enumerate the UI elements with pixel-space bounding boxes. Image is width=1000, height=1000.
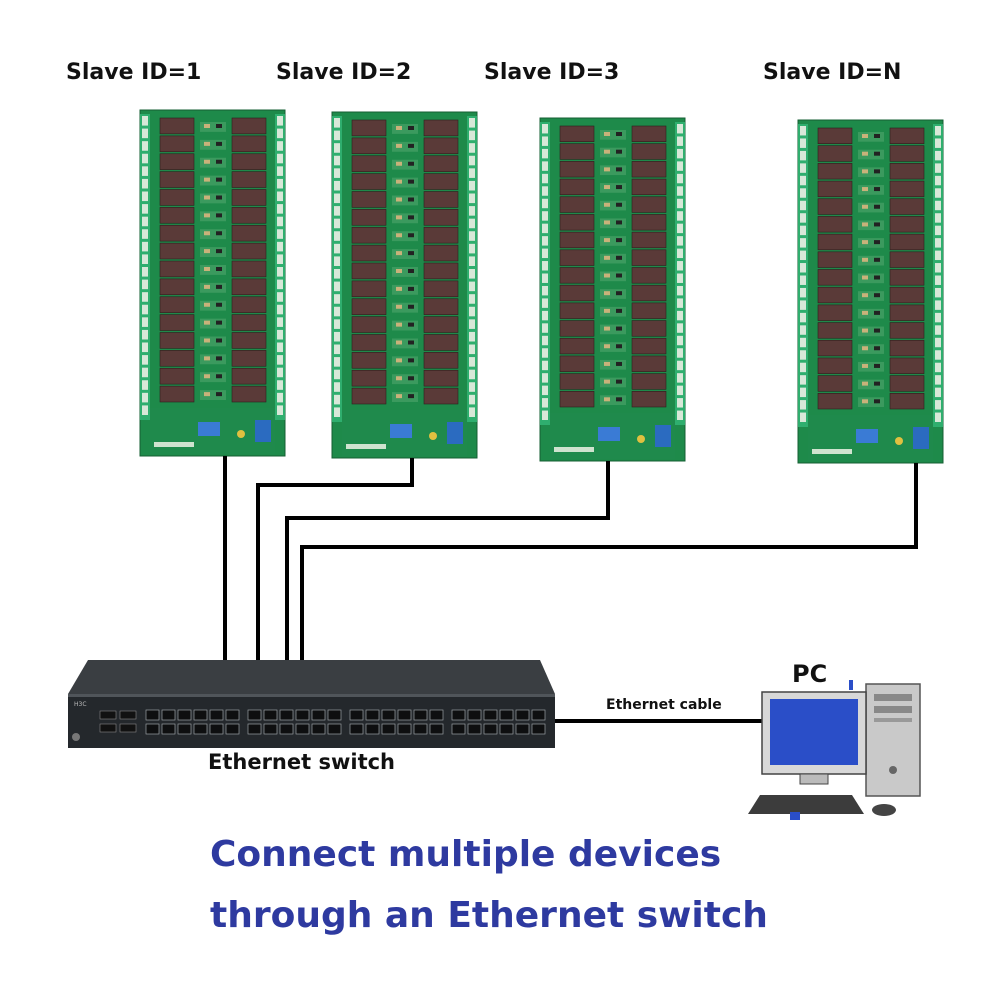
- relay-board-icon: [797, 119, 944, 464]
- switch-port: [177, 723, 192, 735]
- switch-port: [327, 709, 342, 721]
- switch-port: [483, 723, 498, 735]
- relay-board-icon: [539, 117, 686, 462]
- slave-1-label: Slave ID=1: [66, 60, 202, 85]
- switch-port: [429, 709, 444, 721]
- switch-port: [349, 723, 364, 735]
- switch-port: [499, 709, 514, 721]
- relay-boards: [139, 109, 944, 464]
- switch-port: [145, 709, 160, 721]
- pc-icon: [748, 680, 921, 820]
- switch-port: [467, 723, 482, 735]
- ethernet-switch-icon: H3C: [68, 660, 555, 748]
- switch-port: [311, 709, 326, 721]
- switch-port: [413, 709, 428, 721]
- switch-port: [483, 709, 498, 721]
- cable-slave-n: [300, 463, 918, 712]
- slave-n-label: Slave ID=N: [763, 60, 902, 85]
- switch-port: [225, 723, 240, 735]
- switch-port: [247, 723, 262, 735]
- switch-port: [193, 723, 208, 735]
- relay-board-icon: [139, 109, 286, 457]
- switch-port: [295, 709, 310, 721]
- switch-port: [515, 709, 530, 721]
- cable-slave-2: [256, 458, 414, 712]
- switch-port: [349, 709, 364, 721]
- switch-port: [531, 709, 546, 721]
- switch-port: [161, 709, 176, 721]
- switch-port: [397, 723, 412, 735]
- slave-2-label: Slave ID=2: [276, 60, 412, 85]
- switch-port: [295, 723, 310, 735]
- switch-port: [365, 723, 380, 735]
- switch-port: [177, 709, 192, 721]
- switch-port: [381, 709, 396, 721]
- switch-port: [193, 709, 208, 721]
- switch-port: [499, 723, 514, 735]
- switch-port: [531, 723, 546, 735]
- switch-port: [225, 709, 240, 721]
- slave-3-label: Slave ID=3: [484, 60, 620, 85]
- switch-label: Ethernet switch: [208, 750, 396, 774]
- switch-port: [279, 723, 294, 735]
- cable-slave-3: [285, 461, 610, 712]
- switch-port: [263, 723, 278, 735]
- switch-port: [279, 709, 294, 721]
- switch-port: [381, 723, 396, 735]
- switch-port: [467, 709, 482, 721]
- switch-brand: H3C: [74, 701, 87, 708]
- relay-board-icon: [331, 111, 478, 459]
- switch-port: [429, 723, 444, 735]
- switch-port: [397, 709, 412, 721]
- switch-port: [145, 723, 160, 735]
- switch-port: [311, 723, 326, 735]
- caption-line-2: through an Ethernet switch: [210, 895, 768, 936]
- switch-port: [327, 723, 342, 735]
- pc-label: PC: [792, 660, 828, 688]
- switch-port: [247, 709, 262, 721]
- switch-port: [209, 709, 224, 721]
- cable-label: Ethernet cable: [606, 697, 722, 713]
- switch-port: [515, 723, 530, 735]
- switch-port: [161, 723, 176, 735]
- switch-port: [451, 709, 466, 721]
- switch-port: [263, 709, 278, 721]
- switch-port: [209, 723, 224, 735]
- switch-port: [365, 709, 380, 721]
- switch-port: [451, 723, 466, 735]
- caption-line-1: Connect multiple devices: [210, 834, 722, 875]
- switch-port: [413, 723, 428, 735]
